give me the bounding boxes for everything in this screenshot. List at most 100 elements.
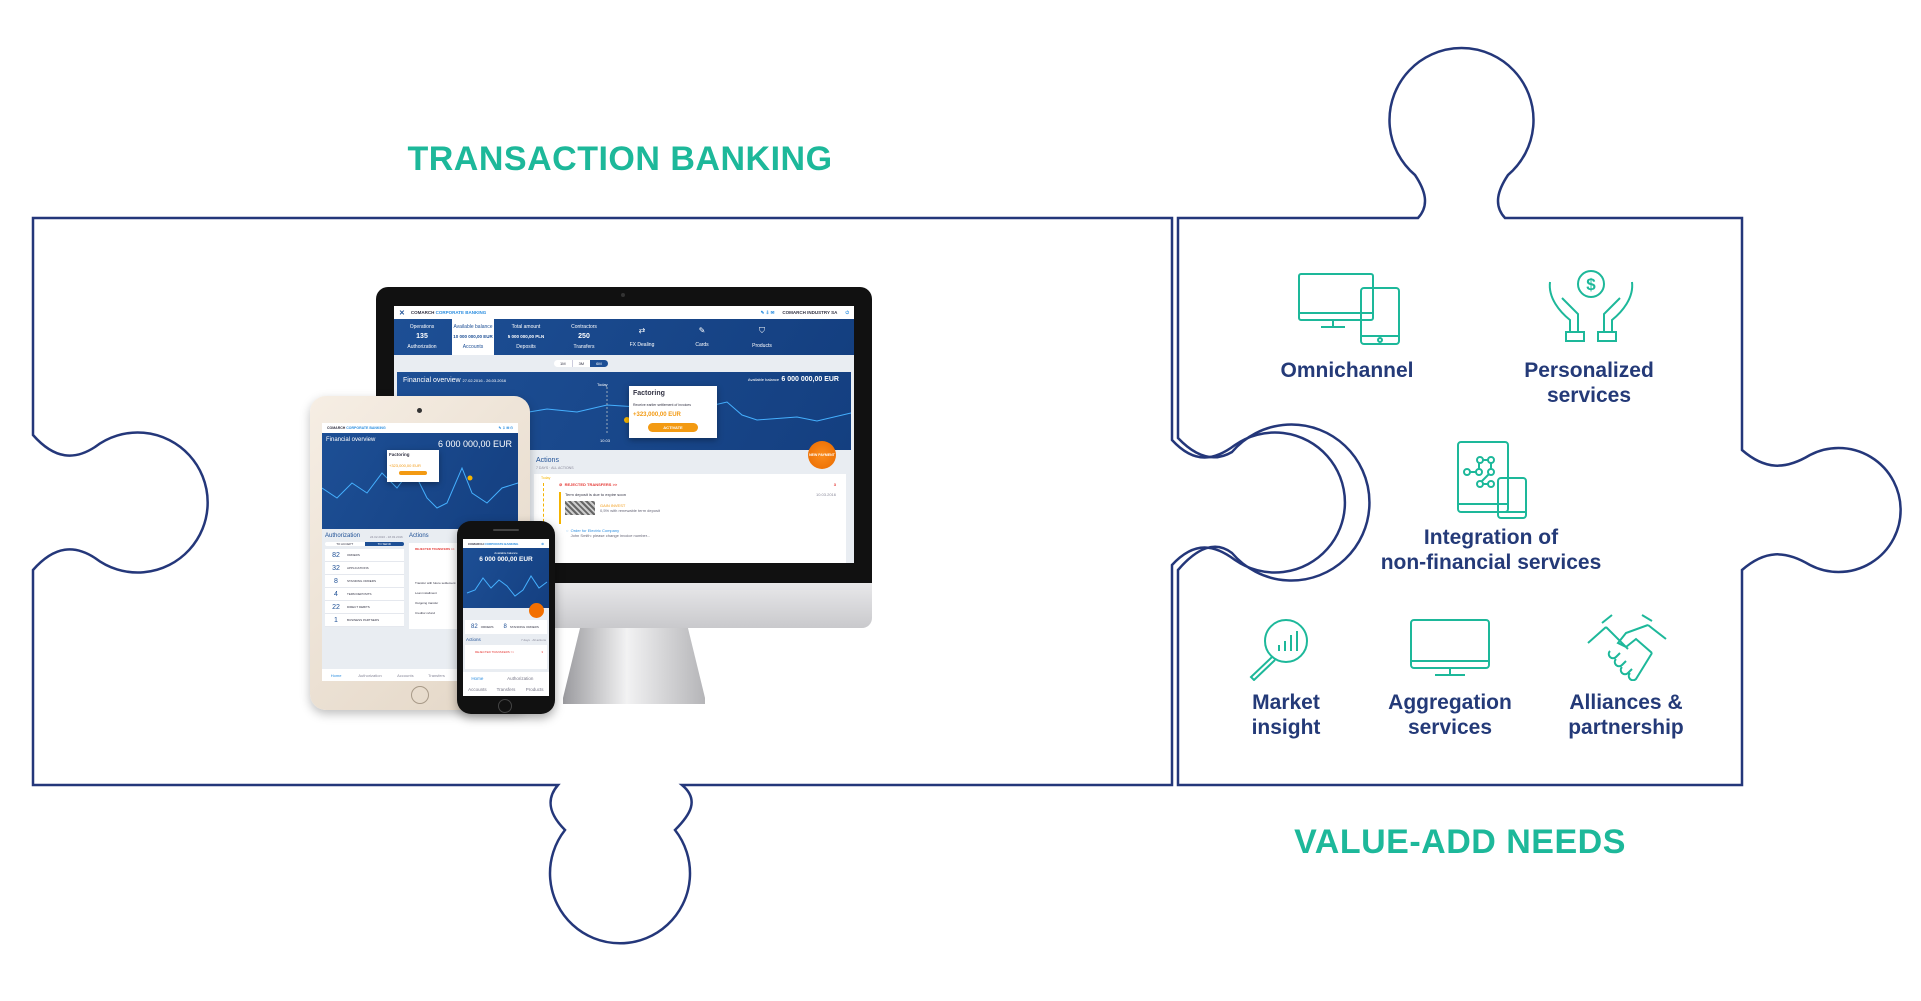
- label-line: services: [1546, 384, 1632, 407]
- activate-button[interactable]: ACTIVATE: [648, 423, 698, 432]
- nav-home[interactable]: Home: [330, 672, 342, 678]
- nav-products[interactable]: Products: [525, 687, 544, 692]
- overview-title: Financial overview 27.02.2016 - 26.03.20…: [403, 377, 507, 384]
- hands-dollar-icon: $: [1546, 268, 1636, 349]
- nav-home[interactable]: Home: [471, 676, 484, 681]
- label-alliances-partnership: Alliances &partnership: [1568, 690, 1684, 740]
- phone-screen: COMARCH CORPORATE BANKING⚙ Available bal…: [463, 539, 549, 696]
- bottom-nav-items: Home Authorization Accounts Transfers: [322, 669, 452, 681]
- nav-transfers[interactable]: Transfers: [496, 687, 516, 692]
- home-button[interactable]: [498, 699, 512, 713]
- factoring-title: Factoring: [633, 390, 665, 397]
- nav-authorization[interactable]: Authorization: [358, 672, 382, 678]
- app-header: ✕ COMARCH CORPORATE BANKING ✎ ⇩ ✉ COMARC…: [394, 306, 854, 319]
- list-item[interactable]: Transfer with future settlement: [415, 581, 456, 585]
- label-line: non-financial services: [1380, 551, 1602, 574]
- tablet-network-icon: [1456, 440, 1528, 525]
- company-selector[interactable]: COMARCH INDUSTRY SA: [782, 310, 838, 315]
- period-6m[interactable]: 6M: [590, 360, 608, 367]
- header-icons[interactable]: ✎ ⇩ ✉: [760, 309, 775, 315]
- period-1m[interactable]: 1M: [554, 360, 572, 367]
- home-button[interactable]: [411, 686, 429, 704]
- app-header: COMARCH CORPORATE BANKING⚙: [463, 539, 549, 548]
- period-3m[interactable]: 3M: [571, 360, 591, 367]
- tile-cards[interactable]: ✎Cards: [674, 319, 730, 355]
- rejected-transfers-row[interactable]: REJECTED TRANSFERS >>: [415, 547, 455, 551]
- actions-title: Actions: [409, 533, 429, 539]
- timeline-today: Today: [541, 476, 551, 480]
- actions-filter[interactable]: 7 days · All actions: [520, 638, 546, 642]
- tile-fx-dealing[interactable]: ⇄FX Dealing: [614, 319, 670, 355]
- balance-line-chart: [466, 575, 548, 597]
- actions-title: Actions: [536, 457, 559, 464]
- label-line: Integration of: [1423, 526, 1559, 549]
- bottom-nav: Home Authorization Accounts Transfers Pr…: [463, 672, 549, 696]
- phone-device: COMARCH CORPORATE BANKING⚙ Available bal…: [457, 521, 555, 714]
- new-payment-button[interactable]: NEW PAYMENT: [808, 441, 836, 469]
- banknotes-image: [565, 501, 595, 515]
- nav-accounts[interactable]: Accounts: [468, 687, 487, 692]
- monitor-icon: [1409, 618, 1491, 685]
- svg-text:$: $: [1586, 275, 1596, 294]
- power-icon[interactable]: ⏻: [845, 310, 849, 315]
- list-item[interactable]: Outgoing transfer: [415, 601, 439, 605]
- factoring-popup: Factoring +323,000,00 EUR: [387, 450, 439, 482]
- authorization-title: Authorization: [325, 533, 361, 539]
- overview-title: Financial overview: [326, 437, 376, 443]
- monitor-stand: [563, 628, 705, 704]
- edit-card-icon: ✎: [698, 325, 706, 335]
- brand-product: CORPORATE BANKING: [435, 310, 487, 315]
- factoring-amount: +323,000,00 EUR: [633, 412, 681, 418]
- label-omnichannel: Omnichannel: [1280, 358, 1413, 383]
- overview-balance: Available balance 6 000 000,00 EUR: [747, 376, 839, 383]
- brand-name: COMARCH: [410, 310, 435, 315]
- nav-accounts[interactable]: Accounts: [397, 672, 414, 678]
- label-line: Alliances &: [1569, 691, 1683, 714]
- period-switch: 1M 3M 6M: [554, 360, 608, 367]
- label-line: services: [1407, 716, 1493, 739]
- label-line: Omnichannel: [1280, 359, 1414, 382]
- tab-to-accept[interactable]: TO ACCEPT: [325, 542, 365, 546]
- new-payment-button[interactable]: [529, 603, 544, 618]
- magnifier-chart-icon: [1246, 615, 1312, 686]
- today-marker: Today: [597, 382, 608, 387]
- heading-value-add-needs: VALUE-ADD NEEDS: [1294, 823, 1626, 861]
- tab-to-send[interactable]: TO SEND: [364, 542, 404, 546]
- message-icon: ◌: [566, 528, 571, 533]
- close-icon[interactable]: ✕: [399, 309, 405, 317]
- rejected-transfers-row[interactable]: ⊘ REJECTED TRANSFERS >>3: [559, 482, 836, 487]
- list-item[interactable]: Creditor refund: [415, 611, 436, 615]
- label-line: Market: [1252, 691, 1320, 714]
- alert-icon: ⊘: [559, 482, 565, 487]
- nav-transfers[interactable]: Transfers: [428, 672, 445, 678]
- label-line: Personalized: [1524, 359, 1654, 382]
- label-line: insight: [1251, 716, 1321, 739]
- list-item[interactable]: Loan installment: [415, 591, 437, 595]
- nav-authorization[interactable]: Authorization: [507, 676, 534, 681]
- rejected-transfers-row[interactable]: REJECTED TRANSFERS >>3: [465, 645, 547, 669]
- tile-products[interactable]: ⛉Products: [734, 319, 790, 355]
- actions-filter[interactable]: 7 DAYS · ALL ACTIONS: [536, 466, 574, 470]
- authorization-dates: 24.02.2016 - 18.03.2016: [370, 535, 403, 539]
- fx-icon: ⇄: [638, 325, 646, 335]
- balance-line-chart: [322, 466, 518, 509]
- label-line: Aggregation: [1388, 691, 1512, 714]
- activate-button[interactable]: [399, 471, 427, 475]
